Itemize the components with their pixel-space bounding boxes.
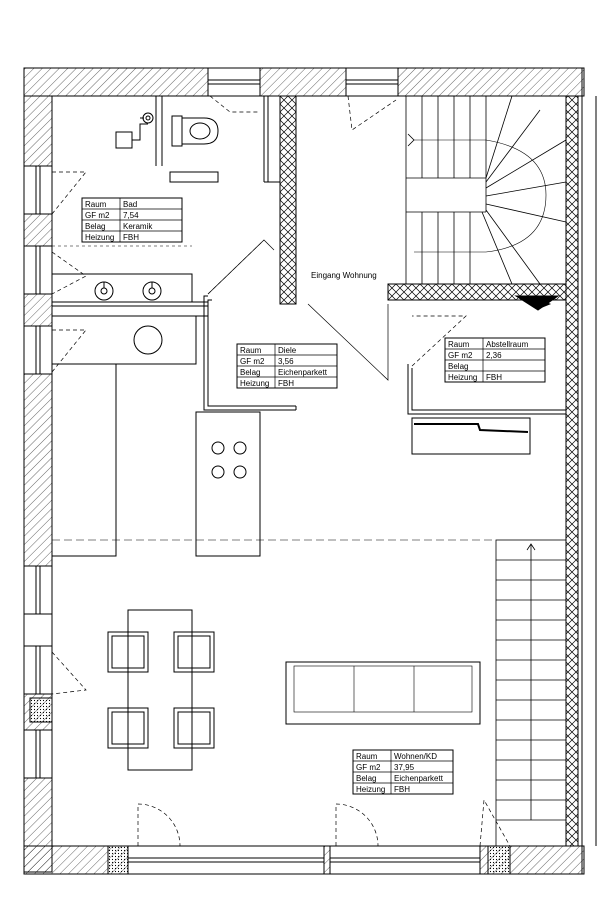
room-value: Diele bbox=[278, 346, 297, 355]
room-table-wohnen: Raum Wohnen/KD GF m2 37,95 Belag Eichenp… bbox=[352, 749, 454, 795]
room-value: FBH bbox=[394, 785, 410, 794]
room-key: Heizung bbox=[240, 379, 269, 388]
room-key: Heizung bbox=[85, 233, 114, 242]
door-swings bbox=[51, 95, 511, 847]
wall-blocks bbox=[23, 613, 511, 875]
room-value: 7,54 bbox=[123, 211, 139, 220]
room-value: FBH bbox=[486, 373, 502, 382]
room-key: GF m2 bbox=[240, 357, 265, 366]
room-value: FBH bbox=[123, 233, 139, 242]
stair-upper bbox=[405, 95, 567, 309]
room-table-diele: Raum Diele GF m2 3,56 Belag Eichenparket… bbox=[236, 343, 338, 389]
room-value: FBH bbox=[278, 379, 294, 388]
room-key: GF m2 bbox=[356, 763, 381, 772]
room-key: Heizung bbox=[448, 373, 477, 382]
room-key: Raum bbox=[356, 752, 378, 761]
room-key: GF m2 bbox=[85, 211, 110, 220]
room-value: Abstellraum bbox=[486, 340, 529, 349]
room-key: Raum bbox=[448, 340, 470, 349]
room-value: Bad bbox=[123, 200, 137, 209]
room-value: Wohnen/KD bbox=[394, 752, 437, 761]
dining-set bbox=[107, 609, 215, 771]
room-table-bad: Raum Bad GF m2 7,54 Belag Keramik Heizun… bbox=[81, 197, 183, 243]
room-value: 3,56 bbox=[278, 357, 294, 366]
room-value: 2,36 bbox=[486, 351, 502, 360]
storage-shelf bbox=[411, 295, 560, 455]
windows bbox=[23, 67, 481, 875]
sofa bbox=[285, 661, 481, 725]
room-value: Eichenparkett bbox=[278, 368, 328, 377]
bathroom-fixtures bbox=[51, 112, 275, 303]
room-value: Eichenparkett bbox=[394, 774, 444, 783]
room-key: GF m2 bbox=[448, 351, 473, 360]
room-table-abstellraum: Raum Abstellraum GF m2 2,36 Belag Heizun… bbox=[444, 337, 546, 383]
kitchen bbox=[51, 315, 496, 557]
room-key: Raum bbox=[85, 200, 107, 209]
room-value: 37,95 bbox=[394, 763, 415, 772]
room-key: Raum bbox=[240, 346, 262, 355]
room-key: Belag bbox=[240, 368, 260, 377]
room-key: Belag bbox=[85, 222, 105, 231]
room-key: Belag bbox=[448, 362, 468, 371]
stair-lower bbox=[495, 539, 567, 847]
room-key: Heizung bbox=[356, 785, 385, 794]
entrance-label: Eingang Wohnung bbox=[311, 271, 377, 280]
right-wall bbox=[565, 68, 597, 874]
exterior-walls bbox=[23, 67, 585, 875]
svg-text:Eingang Wohnung: Eingang Wohnung bbox=[311, 271, 377, 280]
room-value: Keramik bbox=[123, 222, 153, 231]
room-key: Belag bbox=[356, 774, 376, 783]
